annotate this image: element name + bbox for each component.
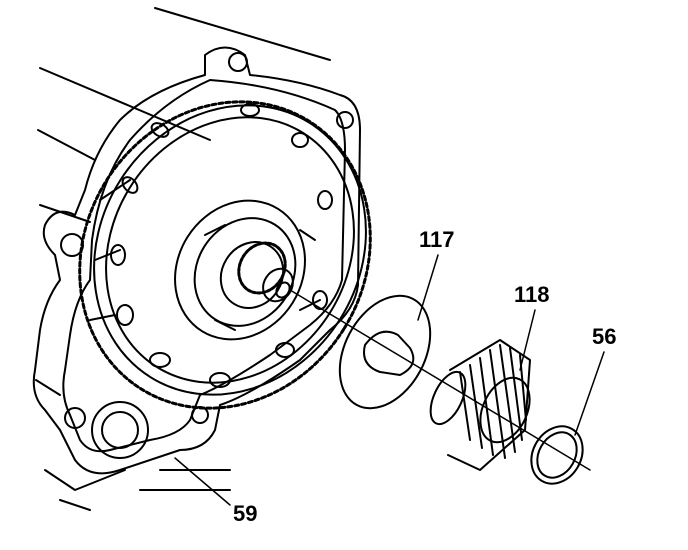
transmission-case <box>32 7 361 511</box>
thrust-washer-117 <box>338 294 432 410</box>
axis-line <box>289 289 591 471</box>
callout-56: 56 <box>592 324 617 349</box>
callout-59: 59 <box>233 501 258 526</box>
leader-118 <box>519 309 536 371</box>
leader-117 <box>417 254 439 321</box>
leader-59 <box>174 457 231 506</box>
callout-117: 117 <box>419 227 455 252</box>
snap-ring-56 <box>530 425 584 485</box>
callout-118: 118 <box>514 282 550 307</box>
leader-56 <box>574 351 605 436</box>
gear-assembly <box>78 100 372 410</box>
